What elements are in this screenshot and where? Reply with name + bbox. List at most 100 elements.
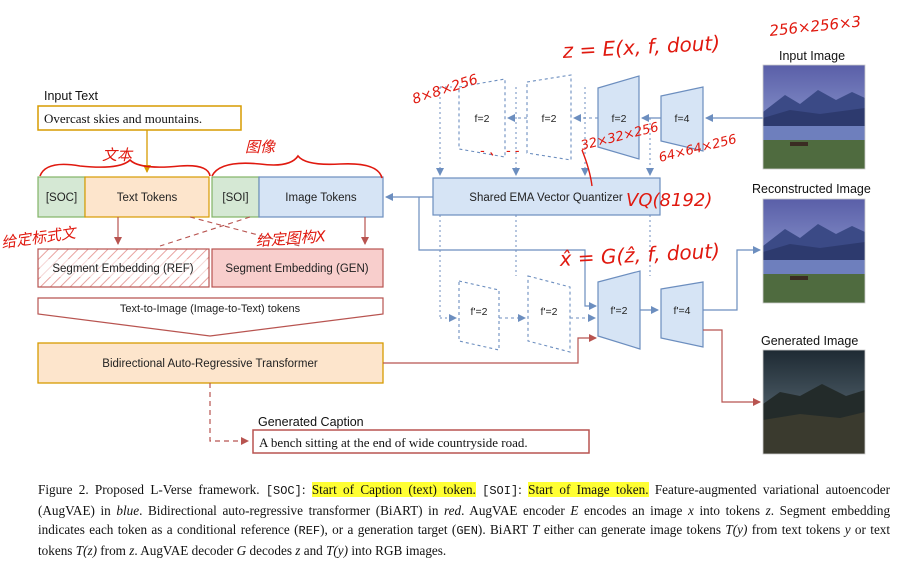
caption-math: E (570, 503, 579, 518)
caption-soi-highlight: Start of Image token. (528, 482, 649, 497)
decoder-f2-dashed-2 (527, 275, 571, 353)
caption-math: z (295, 543, 301, 558)
encoder-f2-label: f=2 (612, 113, 627, 125)
caption-math: z (765, 503, 771, 518)
encoder-f2-dashed-2-label: f=2 (542, 113, 557, 125)
shared-ema-vector-quantizer (432, 177, 661, 216)
annot-given-text: 给定标式文 (0, 223, 79, 252)
annot-dim-input: 256×256×3 (769, 12, 862, 40)
input-text-box (37, 105, 242, 131)
caption-part: from (100, 543, 126, 558)
caption-part: decodes (249, 543, 292, 558)
encoder-f2-dashed-1 (458, 78, 506, 158)
caption-part: ). BiART (477, 522, 528, 537)
encoder-f2-dashed-1-label: f=2 (475, 113, 490, 125)
arrow-dec-to-generated (703, 329, 761, 406)
annot-vq: VQ(8192) (626, 190, 712, 211)
caption-part: and (303, 543, 323, 558)
annot-wenben: 文本 (102, 146, 134, 164)
biart-transformer-label: Bidirectional Auto-Regressive Transforme… (102, 358, 318, 370)
decoder-f2-label: f'=2 (611, 305, 628, 317)
soc-token-label: [SOC] (46, 192, 77, 204)
caption-part: or text tokens (38, 522, 891, 558)
caption-math: T(z) (75, 543, 97, 558)
annot-dec-eq: x̂ = G(ẑ, f, dout) (558, 239, 721, 271)
decoder-f2-dashed-1-label: f'=2 (471, 306, 488, 318)
caption-soc: [SOC] (265, 484, 302, 498)
soi-token-label: [SOI] (222, 192, 248, 204)
encoder-f4-label: f=4 (675, 113, 690, 125)
decoder-f2 (597, 270, 641, 350)
handwritten-annotations: 256×256×3 z = E(x, f, dout) 8×8×256 32×3… (0, 12, 862, 271)
soc-token (37, 176, 86, 218)
annot-given-img: 给定图构X (255, 227, 327, 250)
text-tokens (84, 176, 210, 218)
caption-part: into RGB images. (351, 543, 447, 558)
caption-math: G (236, 543, 247, 558)
t2i-label: Text-to-Image (Image-to-Text) tokens (120, 303, 301, 315)
caption-math: T (532, 522, 540, 537)
segment-embedding-gen-label: Segment Embedding (GEN) (225, 263, 368, 275)
caption-math: x (688, 503, 694, 518)
arrow-dec-to-reconstructed (703, 246, 761, 311)
image-tokens-label: Image Tokens (285, 192, 357, 204)
caption-part: . AugVAE decoder (134, 543, 234, 558)
caption-part: . Bidirectional auto-regressive transfor… (139, 503, 439, 518)
annot-dash-dots: - 、 - - (480, 144, 520, 159)
caption-colon: : (301, 482, 306, 497)
generated-caption-value: A bench sitting at the end of wide count… (259, 435, 528, 450)
decoder-f4-label: f'=4 (674, 305, 691, 317)
caption-part: ), or a generation target ( (320, 522, 457, 537)
annot-brace-text (39, 158, 211, 177)
input-text-value: Overcast skies and mountains. (44, 111, 202, 126)
input-text-label: Input Text (44, 89, 99, 103)
caption-part: either can generate image tokens (543, 522, 721, 537)
arrow-biart-to-decoder (383, 334, 597, 364)
quantizer-label: Shared EMA Vector Quantizer (469, 192, 623, 204)
segment-embedding-ref-label: Segment Embedding (REF) (52, 263, 193, 275)
caption-math: T(y) (725, 522, 748, 537)
caption-part: Feature-augmented variational autoencode… (38, 482, 891, 518)
input-image-label: Input Image (779, 49, 845, 63)
caption-math: y (844, 522, 851, 537)
generated-image-label: Generated Image (761, 334, 858, 348)
caption-ref: REF (298, 524, 321, 538)
caption-part: into tokens (699, 503, 761, 518)
arrow-tokens-to-decoder (418, 197, 597, 310)
image-tokens (258, 176, 384, 218)
generated-caption-box (252, 429, 590, 454)
encoder-f4 (660, 86, 704, 152)
annot-enc-eq: z = E(x, f, dout) (561, 31, 721, 63)
tokens-down-arrow (37, 297, 384, 337)
decoder-f2-dashed-1 (458, 280, 500, 351)
generated-caption-label: Generated Caption (258, 415, 364, 429)
encoder-f2 (597, 75, 640, 160)
annot-vq-stroke (581, 149, 593, 187)
input-image (762, 64, 866, 170)
encoder-f2-dashed-2 (526, 74, 572, 161)
text-tokens-label: Text Tokens (117, 192, 178, 204)
biart-transformer (37, 342, 384, 384)
decoder-f2-dashed-2-label: f'=2 (541, 306, 558, 318)
caption-colon: : (518, 482, 522, 497)
figure-caption: Figure 2. Proposed L-Verse framework. [S… (38, 480, 890, 560)
framework-diagram: Input Text Overcast skies and mountains.… (0, 12, 871, 455)
decoder-f4 (660, 281, 704, 348)
annot-tuxiang: 图像 (245, 138, 276, 156)
ref-label-backdrop (40, 259, 207, 277)
caption-part: encodes an image (584, 503, 683, 518)
caption-em: red (444, 503, 462, 518)
reconstructed-image-label: Reconstructed Image (752, 182, 871, 196)
caption-part: from text tokens (751, 522, 841, 537)
caption-soc-highlight: Start of Caption (text) token. (311, 482, 476, 497)
generated-image (762, 349, 866, 455)
arrow-dashed-cross-1 (189, 216, 301, 247)
caption-part: . Segment embedding indicates each token… (38, 503, 891, 537)
caption-soi: [SOI] (482, 484, 519, 498)
caption-part: Figure 2. Proposed L-Verse framework. (38, 482, 260, 497)
caption-math: z (129, 543, 135, 558)
caption-part: . AugVAE encoder (461, 503, 565, 518)
caption-math: T(y) (326, 543, 349, 558)
caption-em: blue (116, 503, 140, 518)
caption-gen: GEN (456, 524, 478, 538)
